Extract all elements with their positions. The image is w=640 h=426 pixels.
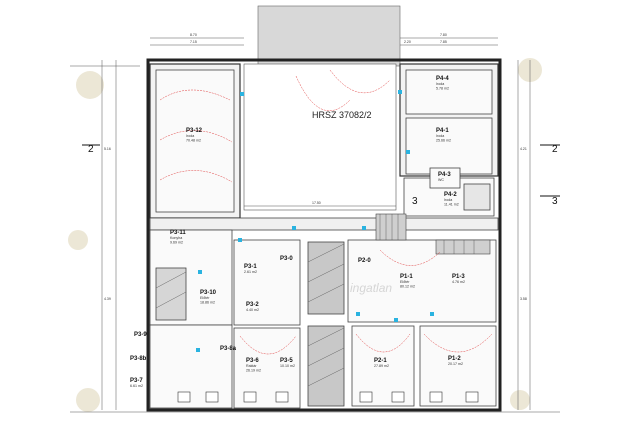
room-label-p3-1: P3-1	[244, 264, 257, 270]
room-label-p4-4: P4-4	[436, 76, 449, 82]
room-label-p4-3: P4-3	[438, 172, 451, 178]
room-label-p3-11: P3-11	[170, 230, 186, 236]
dim-label: 7.15	[190, 40, 197, 44]
room-area-p2-1: 27.89 m2	[374, 364, 389, 368]
dim-label: 3.58	[520, 297, 527, 301]
room-label-p2-1: P2-1	[374, 358, 387, 364]
room-label-p3-2: P3-2	[246, 302, 259, 308]
room-label-p2-0: P2-0	[358, 258, 371, 264]
room-label-p3-9: P3-9	[134, 332, 147, 338]
dim-label: 4.21	[520, 147, 527, 151]
dim-label: 5.16	[104, 147, 111, 151]
room-name-p4-4: Iroda	[436, 82, 444, 86]
room-name-p1-1: Előtér	[400, 280, 410, 284]
room-label-p3-0: P3-0	[280, 256, 293, 262]
room-area-p4-4: 5.78 m2	[436, 87, 449, 91]
axis-marker-3-right: 3	[552, 196, 558, 207]
door-swings	[159, 69, 493, 355]
facade-openings	[177, 391, 479, 403]
room-area-p3-10: 18.86 m2	[200, 301, 215, 305]
dim-label: 7.85	[440, 40, 447, 44]
dim-label: 4.39	[104, 297, 111, 301]
dim-label: 17.50	[312, 201, 321, 205]
room-area-p1-3: 4.76 m2	[452, 280, 465, 284]
shaft-hatching	[155, 243, 345, 387]
room-area-p3-11: 9.69 m2	[170, 241, 183, 245]
plot-label: HRSZ 37082/2	[312, 110, 372, 120]
room-area-p4-1: 25.66 m2	[436, 139, 451, 143]
dimension-text-group: 8.70 7.15 7.80 7.85 2.20 17.50 5.16 4.39…	[104, 33, 527, 301]
room-area-p1-2: 20.17 m2	[448, 362, 463, 366]
room-label-p3-6: P3-6	[246, 358, 259, 364]
room-label-p3-10: P3-10	[200, 290, 217, 296]
axis-marker-2-left: 2	[88, 144, 94, 155]
room-area-p3-5: 10.10 m2	[280, 364, 295, 368]
room-area-p4-2: 11.41 m2	[444, 203, 459, 207]
room-name-p3-12: Iroda	[186, 134, 194, 138]
room-label-p1-1: P1-1	[400, 274, 413, 280]
fixture-markers	[196, 90, 434, 352]
room-label-p3-8a: P3-8a	[220, 346, 237, 352]
room-name-p3-11: Konyha	[170, 236, 182, 240]
dim-label: 7.80	[440, 33, 447, 37]
room-name-p3-6: Raktár	[246, 364, 257, 368]
room-name-p4-3: WC	[438, 178, 444, 182]
room-area-p3-2: 4.40 m2	[246, 308, 259, 312]
dim-label: 2.20	[404, 40, 411, 44]
room-label-p4-2: P4-2	[444, 192, 457, 198]
room-area-p3-1: 2.61 m2	[244, 270, 257, 274]
dim-label: 8.70	[190, 33, 197, 37]
room-name-p4-2: Iroda	[444, 198, 452, 202]
room-label-p1-2: P1-2	[448, 356, 461, 362]
room-label-p1-3: P1-3	[452, 274, 465, 280]
room-label-p4-1: P4-1	[436, 128, 449, 134]
tree-decoration-left	[68, 71, 104, 412]
watermark: ingatlan	[350, 281, 392, 295]
room-area-p1-1: 80.12 m2	[400, 285, 415, 289]
room-name-p3-10: Előtér	[200, 296, 210, 300]
staircase	[375, 213, 491, 255]
room-area-p3-12: 70.48 m2	[186, 139, 201, 143]
building-outline	[146, 58, 502, 412]
room-label-p3-7: P3-7	[130, 378, 143, 384]
room-name-p4-1: Iroda	[436, 134, 444, 138]
room-label-p3-5: P3-5	[280, 358, 293, 364]
room-area-p3-6: 26.19 m2	[246, 369, 261, 373]
courtyard-top	[257, 5, 401, 67]
axis-marker-2-right: 2	[552, 144, 558, 155]
section-axis-markers: 2 2 3 3	[82, 144, 560, 207]
room-area-p3-7: 6.61 m2	[130, 384, 143, 388]
axis-marker-3-inner: 3	[412, 196, 418, 207]
room-label-p3-12: P3-12	[186, 128, 203, 134]
dimension-lines	[70, 37, 560, 413]
room-label-p3-8b: P3-8b	[130, 356, 147, 362]
